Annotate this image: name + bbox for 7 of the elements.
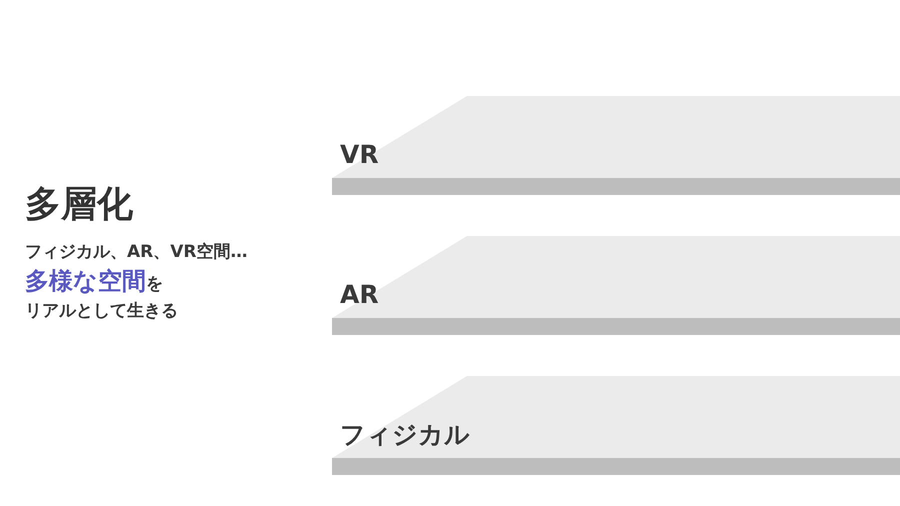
layer-label: フィジカル — [340, 420, 470, 450]
text-line: フィジカル、AR、VR空間… — [25, 241, 248, 263]
layer-label: AR — [340, 280, 379, 310]
text-line: リアルとして生きる — [25, 300, 178, 322]
heading: 多層化 — [25, 183, 133, 227]
text-line: 多様な空間を — [25, 266, 163, 297]
layer-label: VR — [340, 140, 379, 170]
